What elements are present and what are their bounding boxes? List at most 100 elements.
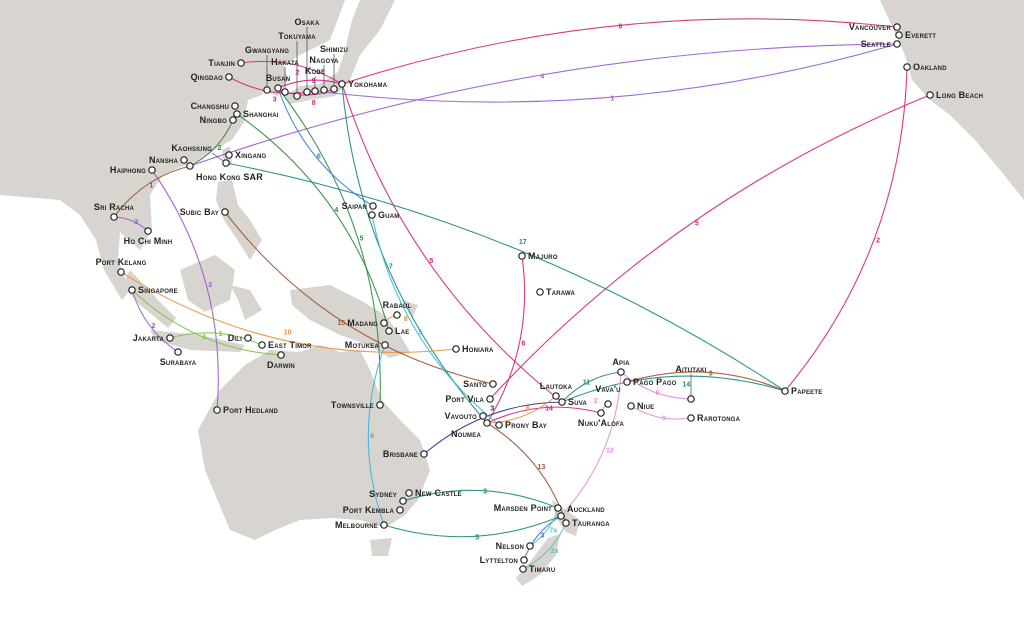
- port-marker-icon-singapore[interactable]: [128, 286, 136, 294]
- port-label-osaka[interactable]: Osaka: [294, 17, 319, 27]
- port-label-vava-u[interactable]: Vava'u: [595, 384, 620, 394]
- port-marker-icon-motukea[interactable]: [381, 341, 389, 349]
- port-marker-icon-darwin[interactable]: [277, 351, 285, 359]
- port-label-lyttelton[interactable]: Lyttelton: [480, 555, 518, 565]
- port-marker-icon-hong-kong-sar[interactable]: [186, 162, 194, 170]
- port-marker-icon-haiphong[interactable]: [148, 166, 156, 174]
- port-label-port-hedland[interactable]: Port Hedland: [223, 405, 279, 415]
- port-marker-icon-tianjin[interactable]: [237, 59, 245, 67]
- port-label-seattle[interactable]: Seattle: [861, 39, 891, 49]
- port-label-tokuyama[interactable]: Tokuyama: [278, 31, 316, 41]
- port-label-timaru[interactable]: Timaru: [529, 564, 555, 574]
- port-marker-icon-vancouver[interactable]: [893, 23, 901, 31]
- port-label-prony-bay[interactable]: Prony Bay: [505, 420, 547, 430]
- port-marker-icon-timaru[interactable]: [519, 565, 527, 573]
- port-marker-icon-santo[interactable]: [489, 380, 497, 388]
- port-label-melbourne[interactable]: Melbourne: [335, 520, 378, 530]
- port-label-townsville[interactable]: Townsville: [331, 400, 374, 410]
- port-label-port-kembla[interactable]: Port Kembla: [343, 505, 395, 515]
- port-label-jakarta[interactable]: Jakarta: [133, 333, 165, 343]
- port-label-nagoya[interactable]: Nagoya: [309, 55, 339, 65]
- port-label-shanghai[interactable]: Shanghai: [243, 109, 279, 119]
- port-label-honiara[interactable]: Honiara: [462, 344, 494, 354]
- port-label-tarawa[interactable]: Tarawa: [546, 287, 575, 297]
- port-marker-icon-papeete[interactable]: [781, 387, 789, 395]
- port-marker-icon-tokuyama[interactable]: [293, 92, 301, 100]
- port-marker-icon-changshu[interactable]: [231, 102, 239, 110]
- port-label-port-kelang[interactable]: Port Kelang: [96, 257, 147, 267]
- port-label-suva[interactable]: Suva: [568, 397, 587, 407]
- port-label-changshu[interactable]: Changshu: [191, 101, 229, 111]
- port-marker-icon-auckland[interactable]: [557, 512, 565, 520]
- port-marker-icon-subic-bay[interactable]: [221, 208, 229, 216]
- port-marker-icon-seattle[interactable]: [893, 40, 901, 48]
- port-label-lae[interactable]: Lae: [395, 326, 409, 336]
- port-marker-icon-aitutaki[interactable]: [687, 395, 695, 403]
- port-marker-icon-qingdao[interactable]: [225, 73, 233, 81]
- port-marker-icon-port-kelang[interactable]: [117, 268, 125, 276]
- port-label-new-castle[interactable]: New Castle: [415, 488, 462, 498]
- port-marker-icon-jakarta[interactable]: [166, 334, 174, 342]
- port-marker-icon-ningbo[interactable]: [229, 116, 237, 124]
- port-marker-icon-kaohsiung[interactable]: [222, 159, 230, 167]
- port-marker-icon-new-castle[interactable]: [405, 489, 413, 497]
- port-marker-icon-kobe[interactable]: [311, 87, 319, 95]
- port-marker-icon-majuro[interactable]: [518, 252, 526, 260]
- port-label-rabaul[interactable]: Rabaul: [383, 300, 412, 310]
- port-label-majuro[interactable]: Majuro: [528, 251, 558, 261]
- port-label-long-beach[interactable]: Long Beach: [936, 90, 983, 100]
- port-label-sri-racha[interactable]: Sri Racha: [94, 202, 135, 212]
- port-marker-icon-apia[interactable]: [617, 368, 625, 376]
- port-marker-icon-marsden-point[interactable]: [554, 504, 562, 512]
- port-marker-icon-yokohama[interactable]: [338, 80, 346, 88]
- port-label-saipan[interactable]: Saipan: [342, 201, 367, 211]
- port-marker-icon-pago-pago[interactable]: [623, 378, 631, 386]
- port-label-tianjin[interactable]: Tianjin: [208, 58, 235, 68]
- port-label-darwin[interactable]: Darwin: [267, 360, 295, 370]
- port-marker-icon-nuku-alofa[interactable]: [597, 409, 605, 417]
- port-label-tauranga[interactable]: Tauranga: [572, 518, 610, 528]
- port-marker-icon-nansha[interactable]: [180, 156, 188, 164]
- port-label-ho-chi-minh[interactable]: Ho Chi Minh: [124, 236, 173, 246]
- port-label-lautoka[interactable]: Lautoka: [540, 381, 573, 391]
- port-label-port-vila[interactable]: Port Vila: [445, 394, 484, 404]
- port-marker-icon-nelson[interactable]: [526, 542, 534, 550]
- port-label-shimizu[interactable]: Shimizu: [320, 44, 348, 54]
- port-marker-icon-shimizu[interactable]: [330, 85, 338, 93]
- port-label-rarotonga[interactable]: Rarotonga: [697, 413, 741, 423]
- port-label-brisbane[interactable]: Brisbane: [383, 449, 418, 459]
- port-marker-icon-nagoya[interactable]: [320, 86, 328, 94]
- port-marker-icon-oakland[interactable]: [903, 63, 911, 71]
- port-marker-icon-surabaya[interactable]: [174, 348, 182, 356]
- port-label-gwangyang[interactable]: Gwangyang: [245, 45, 289, 55]
- port-label-dili[interactable]: Dili: [228, 333, 242, 343]
- port-label-haiphong[interactable]: Haiphong: [110, 165, 146, 175]
- port-marker-icon-rarotonga[interactable]: [687, 414, 695, 422]
- port-label-nelson[interactable]: Nelson: [496, 541, 524, 551]
- port-marker-icon-busan[interactable]: [274, 84, 282, 92]
- port-label-east-timor[interactable]: East Timor: [268, 340, 312, 350]
- port-marker-icon-lautoka[interactable]: [552, 392, 560, 400]
- port-label-hong-kong-sar[interactable]: Hong Kong SAR: [196, 172, 263, 182]
- port-label-everett[interactable]: Everett: [905, 30, 936, 40]
- port-label-vavouto[interactable]: Vavouto: [444, 411, 477, 421]
- port-label-santo[interactable]: Santo: [463, 379, 487, 389]
- port-label-xingang[interactable]: Xingang: [235, 150, 267, 160]
- port-marker-icon-dili[interactable]: [244, 334, 252, 342]
- port-label-vancouver[interactable]: Vancouver: [849, 22, 892, 32]
- port-marker-icon-sri-racha[interactable]: [110, 213, 118, 221]
- port-marker-icon-rabaul[interactable]: [393, 311, 401, 319]
- port-label-noumea[interactable]: Noumea: [451, 429, 481, 439]
- port-marker-icon-sydney[interactable]: [399, 497, 407, 505]
- port-marker-icon-lae[interactable]: [385, 327, 393, 335]
- port-label-marsden-point[interactable]: Marsden Point: [494, 503, 552, 513]
- port-label-yokohama[interactable]: Yokohama: [348, 79, 388, 89]
- port-label-niue[interactable]: Niue: [637, 401, 654, 411]
- port-label-aitutaki[interactable]: Aitutaki: [675, 364, 706, 374]
- port-marker-icon-brisbane[interactable]: [420, 450, 428, 458]
- port-marker-icon-tarawa[interactable]: [536, 288, 544, 296]
- port-label-papeete[interactable]: Papeete: [791, 386, 822, 396]
- port-label-hakata[interactable]: Hakata: [271, 57, 299, 67]
- port-label-sydney[interactable]: Sydney: [369, 489, 397, 499]
- port-marker-icon-hakata[interactable]: [281, 88, 289, 96]
